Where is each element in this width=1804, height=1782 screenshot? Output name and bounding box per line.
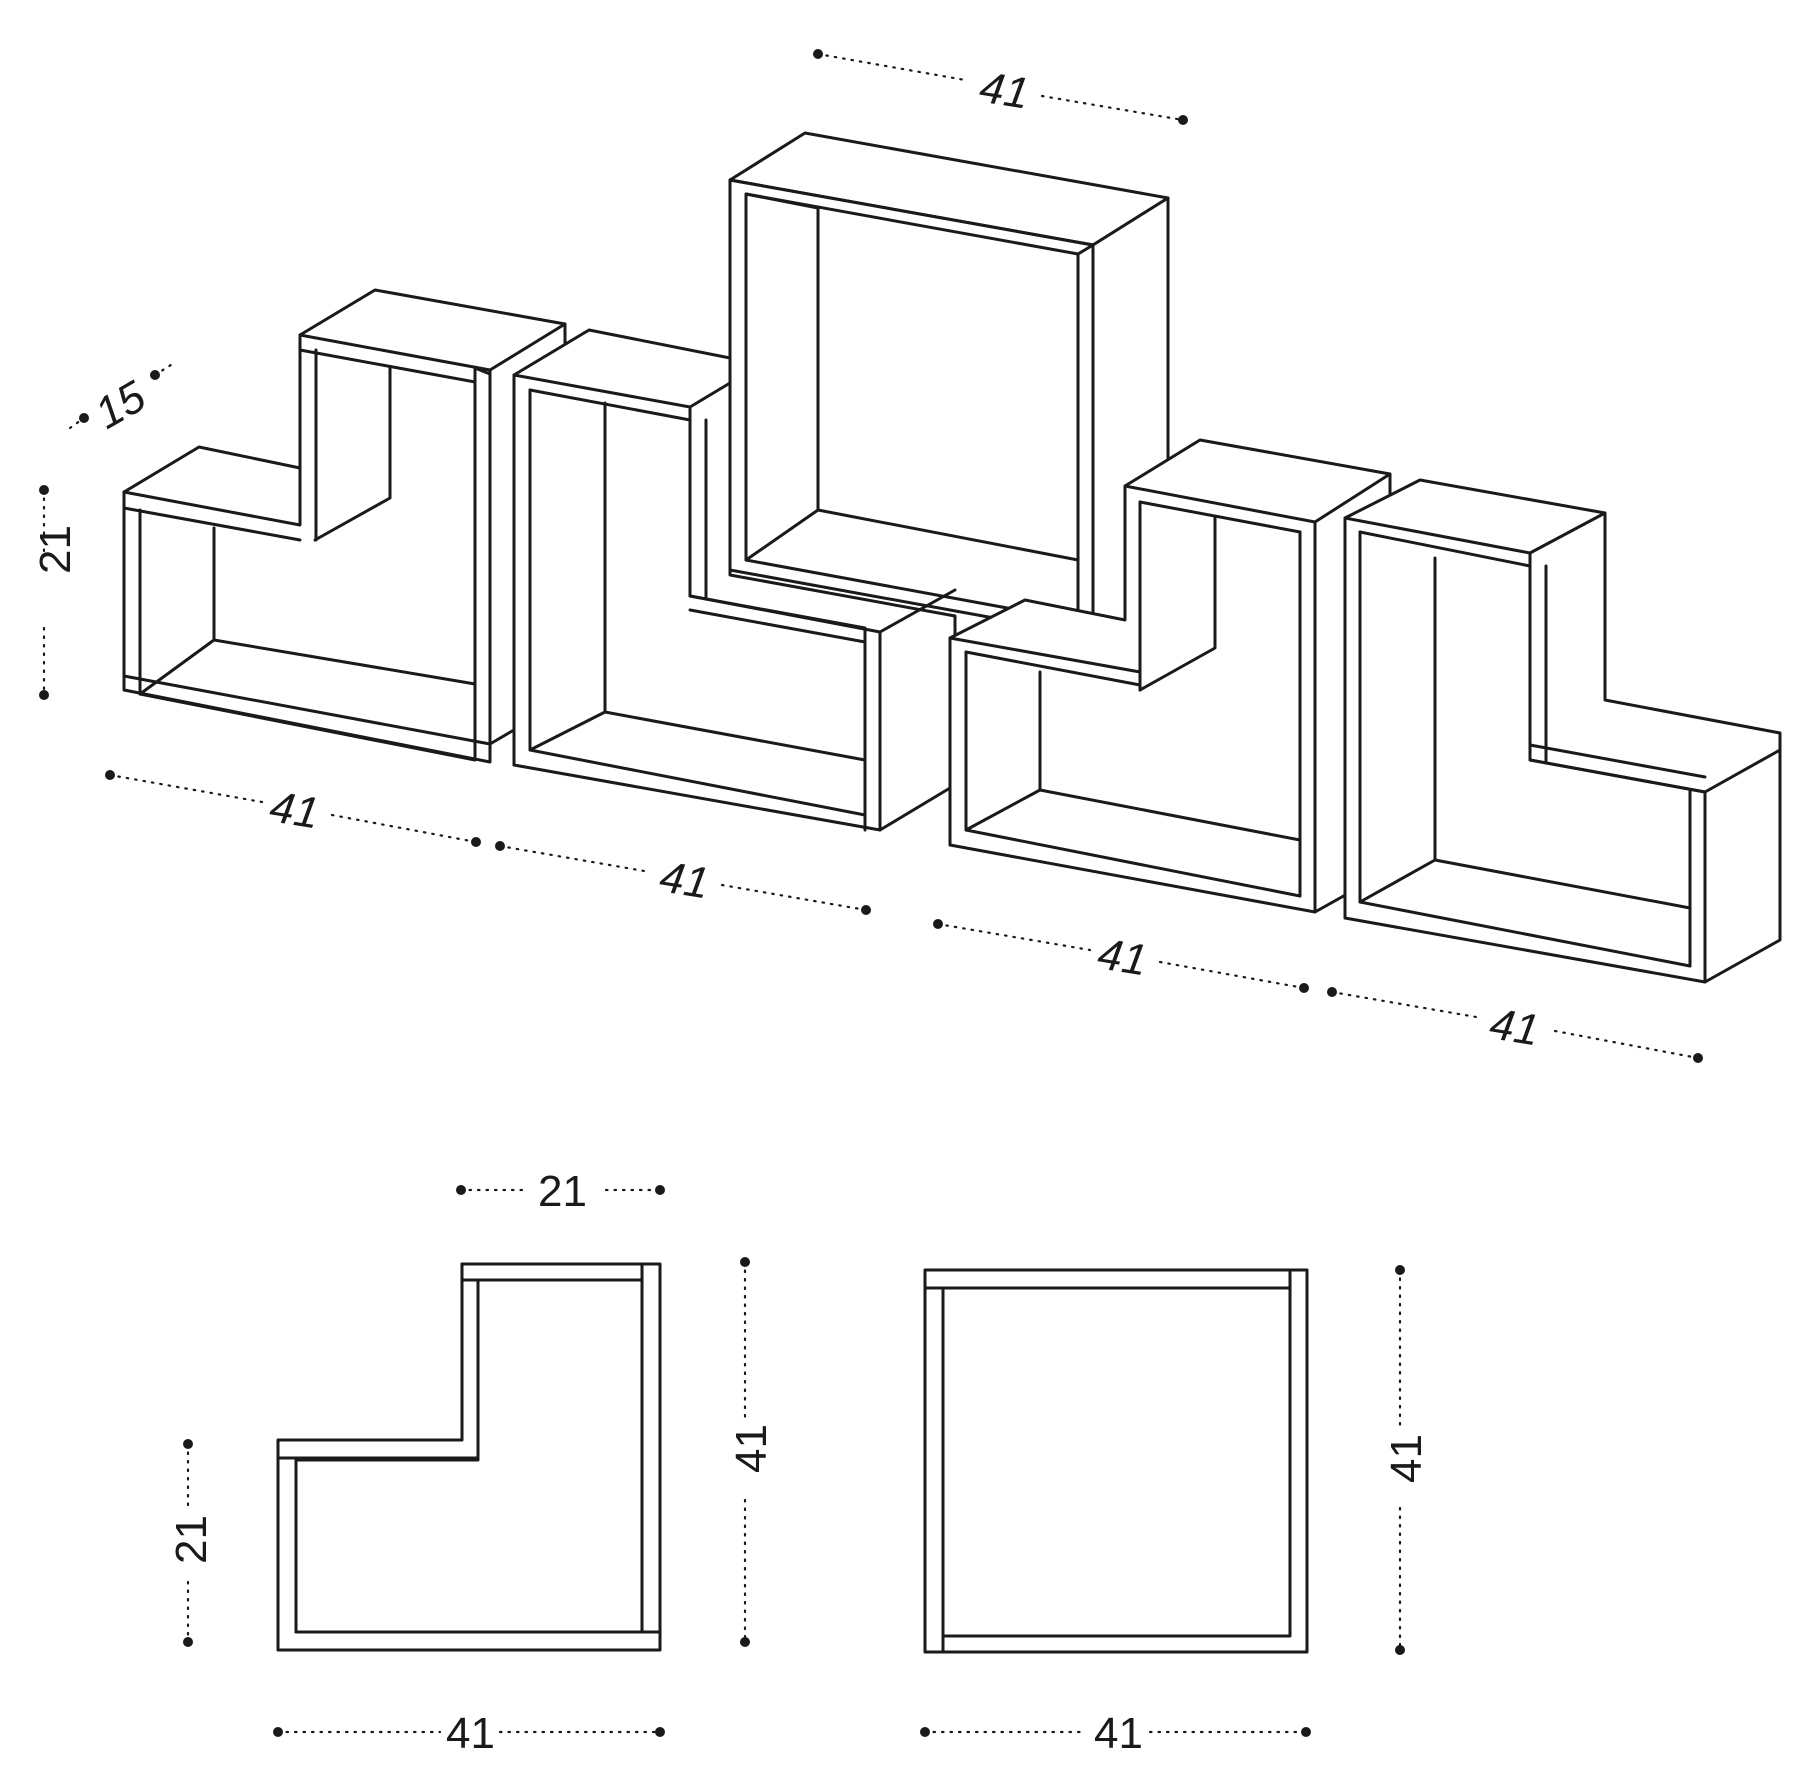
l-shelf-box-1: [122, 288, 567, 764]
l-front-total-height-label: 41: [727, 1424, 776, 1473]
isometric-shelf-assembly: 41 15 21 41 41: [31, 49, 1782, 1063]
l-front-dim-low-height: 21: [167, 1439, 216, 1647]
iso-bottom-width-1-label: 41: [266, 782, 322, 838]
l-front-top-width-label: 21: [538, 1167, 587, 1216]
iso-dim-depth: 15: [68, 361, 176, 439]
l-shelf-box-2: [512, 328, 957, 832]
iso-bottom-width-2-label: 41: [656, 852, 712, 908]
iso-dim-bottom-3: 41: [933, 919, 1309, 993]
iso-dim-top: 41: [813, 49, 1188, 125]
square-front-dim-height: 41: [1382, 1265, 1431, 1655]
iso-dim-bottom-2: 41: [495, 841, 871, 915]
iso-bottom-width-3-label: 41: [1094, 929, 1150, 985]
l-shelf-box-3: [948, 438, 1392, 914]
l-shelf-front-view: 21 41 21 41: [167, 1167, 776, 1758]
l-front-low-height-label: 21: [167, 1515, 216, 1564]
center-square-box: [728, 131, 1170, 638]
l-front-dim-total-width: 41: [273, 1709, 665, 1758]
square-front-height-label: 41: [1382, 1434, 1431, 1483]
iso-depth-label: 15: [87, 372, 154, 439]
iso-dim-height: 21: [31, 485, 80, 700]
l-front-dim-total-height: 41: [727, 1257, 776, 1647]
l-front-dim-top-width: 21: [456, 1167, 665, 1216]
square-shelf-front-view: 41 41: [920, 1265, 1431, 1758]
l-front-total-width-label: 41: [446, 1709, 495, 1758]
iso-top-width-label: 41: [976, 63, 1032, 119]
iso-dim-bottom-1: 41: [105, 770, 481, 847]
square-front-width-label: 41: [1094, 1709, 1143, 1758]
square-front-dim-width: 41: [920, 1709, 1311, 1758]
l-shelf-box-4: [1343, 478, 1782, 984]
iso-bottom-width-4-label: 41: [1486, 999, 1542, 1055]
iso-dim-bottom-4: 41: [1327, 987, 1703, 1063]
iso-height-label: 21: [31, 525, 80, 574]
